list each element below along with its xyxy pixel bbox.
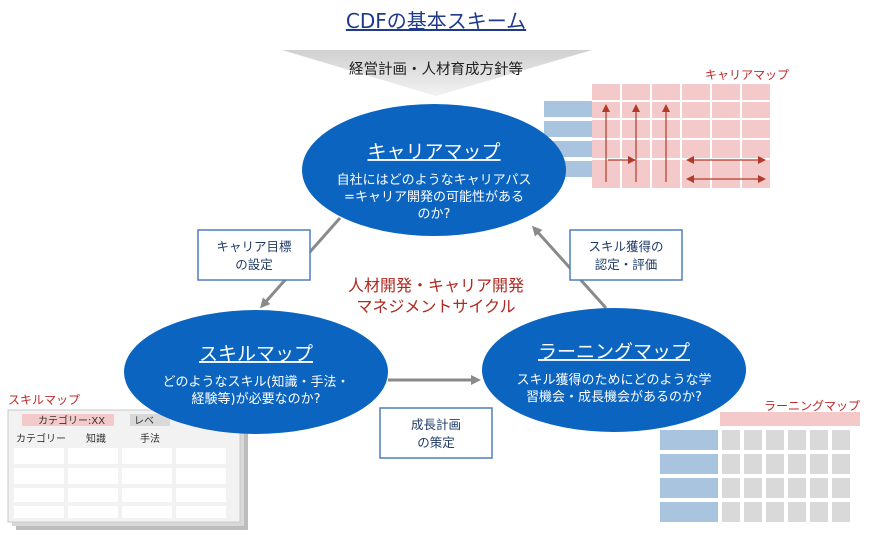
- learning-map-body-1: スキル獲得のためにどのような学: [516, 372, 711, 388]
- learning-map-body-2: 習機会・成長機会があるのか?: [526, 390, 702, 405]
- skill-map-thumbnail: スキルマップ カテゴリー:XX レベ カテゴリー 知識 手法: [7, 393, 248, 530]
- career-goal-box: キャリア目標 の設定: [197, 229, 311, 281]
- cycle-center-line-2: マネジメントサイクル: [356, 297, 515, 316]
- skill-thumb-category: カテゴリー:XX: [38, 414, 105, 427]
- skill-map-title: スキルマップ: [199, 343, 313, 365]
- growth-plan-box: 成長計画 の策定: [379, 407, 493, 459]
- policy-banner-label: 経営計画・人材育成方針等: [349, 60, 523, 78]
- growth-plan-line-2: の策定: [417, 435, 455, 450]
- page-title: CDFの基本スキーム: [346, 9, 526, 33]
- career-map-thumbnail: キャリアマップ: [544, 68, 789, 188]
- learning-map-thumbnail: ラーニングマップ: [660, 399, 860, 522]
- skill-thumb-col-knowledge: 知識: [86, 432, 106, 445]
- career-map-node: キャリアマップ 自社にはどのようなキャリアパス =キャリア開発の可能性がある の…: [302, 104, 566, 236]
- skill-evaluation-box: スキル獲得の 認定・評価: [569, 229, 683, 281]
- skill-map-body-2: 経験等)が必要なのか?: [192, 391, 321, 407]
- career-map-title: キャリアマップ: [367, 141, 500, 163]
- skill-evaluation-line-1: スキル獲得の: [588, 239, 663, 254]
- skill-map-node: スキルマップ どのようなスキル(知識・手法・ 経験等)が必要なのか?: [124, 310, 388, 434]
- skill-thumb-level: レベ: [134, 415, 154, 427]
- career-map-body-1: 自社にはどのようなキャリアパス: [337, 172, 532, 188]
- career-goal-line-2: の設定: [235, 257, 273, 272]
- career-map-body-3: のか?: [418, 207, 451, 222]
- learning-map-thumb-label: ラーニングマップ: [764, 399, 860, 413]
- skill-thumb-col-category: カテゴリー: [16, 432, 66, 445]
- career-goal-line-1: キャリア目標: [216, 239, 292, 254]
- learning-map-title: ラーニングマップ: [538, 341, 690, 363]
- skill-thumb-col-method: 手法: [140, 432, 160, 445]
- skill-map-thumb-label: スキルマップ: [8, 393, 80, 407]
- career-map-thumb-label: キャリアマップ: [705, 68, 789, 82]
- learning-map-node: ラーニングマップ スキル獲得のためにどのような学 習機会・成長機会があるのか?: [482, 308, 746, 432]
- skill-evaluation-line-2: 認定・評価: [595, 257, 658, 272]
- policy-banner: [282, 50, 592, 96]
- skill-map-body-1: どのようなスキル(知識・手法・: [162, 374, 349, 390]
- cycle-center-line-1: 人材開発・キャリア開発: [348, 276, 524, 295]
- growth-plan-line-1: 成長計画: [411, 417, 461, 432]
- career-map-body-2: =キャリア開発の可能性がある: [344, 190, 524, 205]
